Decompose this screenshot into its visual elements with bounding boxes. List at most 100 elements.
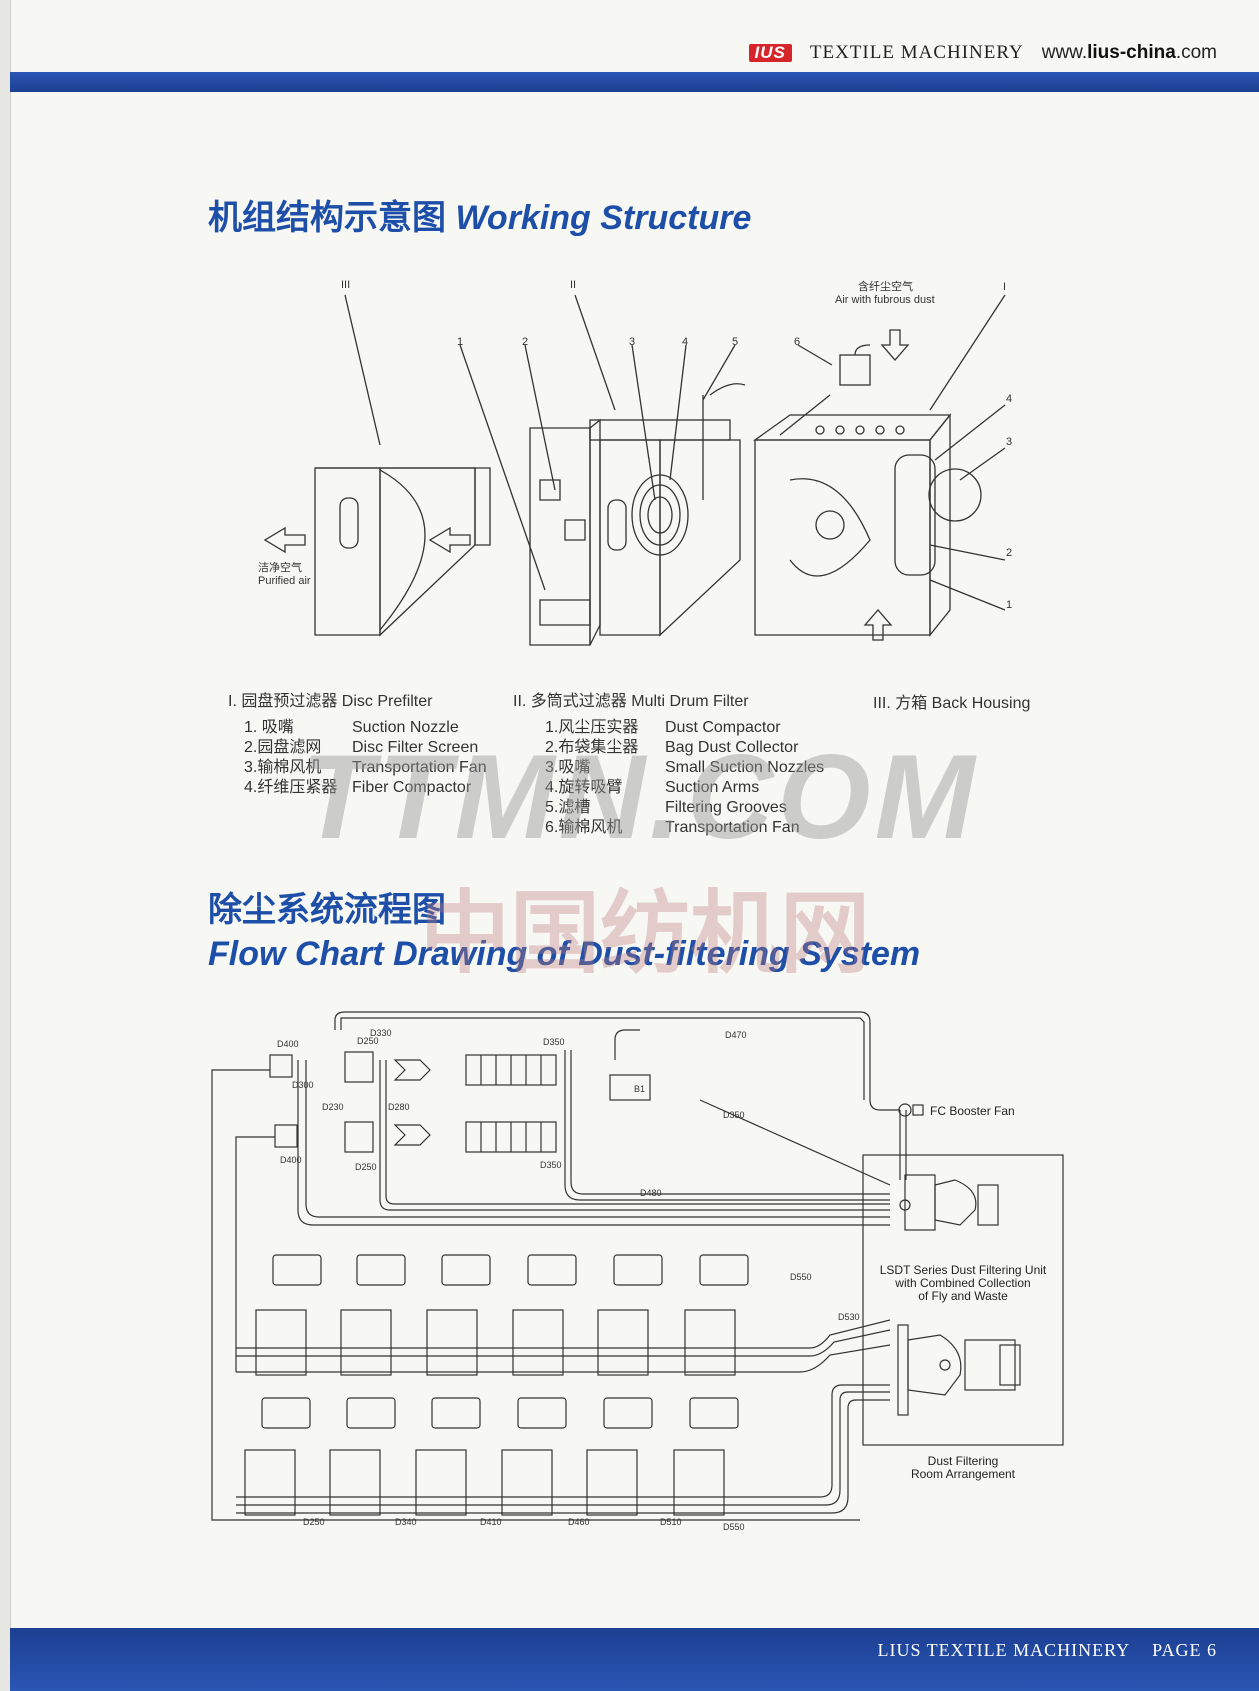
legend-item-zh: 1.风尘压实器 <box>545 719 639 736</box>
purified-air-arrow-left <box>263 526 306 554</box>
legend-heading: II. 多筒式过滤器 Multi Drum Filter <box>513 692 824 712</box>
binding-spine <box>0 0 11 1691</box>
unit-label-line2: with Combined Collection <box>894 1276 1030 1290</box>
heading-en: Disc Prefilter <box>341 693 433 710</box>
pipe-label: D410 <box>480 1517 502 1527</box>
pipe-label: D460 <box>568 1517 590 1527</box>
site-domain: lius-china <box>1087 42 1176 63</box>
pipe-label: D350 <box>543 1037 565 1047</box>
pipe-label: D550 <box>790 1272 812 1282</box>
dust-filtering-unit-bottom <box>897 1324 1021 1416</box>
pipe-label: D400 <box>280 1155 302 1165</box>
pipe-label: D470 <box>725 1030 747 1040</box>
legend-item-en: Filtering Grooves <box>665 799 787 816</box>
purified-air-arrow-mid <box>428 526 471 554</box>
pipe-label: D300 <box>292 1080 314 1090</box>
working-structure-title: 机组结构示意图 Working Structure <box>208 190 751 239</box>
legend-item-zh: 2.园盘滤网 <box>244 739 322 756</box>
site-suffix: .com <box>1175 42 1217 63</box>
pipe-label: D340 <box>395 1517 417 1527</box>
disc-prefilter-unit <box>752 344 982 637</box>
inflow-label-zh: 含纤尘空气 <box>858 279 913 293</box>
flow-chart-title: 除尘系统流程图 Flow Chart Drawing of Dust-filte… <box>208 888 920 976</box>
page-number: PAGE 6 <box>1152 1640 1217 1660</box>
carding-row-2 <box>236 1384 890 1516</box>
bale-feeder-top-row <box>269 1051 651 1153</box>
legend-item-zh: 3.吸嘴 <box>545 759 591 776</box>
bottom-blue-bar <box>10 1628 1259 1691</box>
site-prefix: www. <box>1041 42 1088 63</box>
legend-item-en: Fiber Compactor <box>352 779 472 796</box>
label-II: II <box>570 279 576 291</box>
label-I: I <box>1003 281 1006 293</box>
legend-item-zh: 1. 吸嘴 <box>244 719 294 736</box>
pipe-label: D350 <box>540 1160 562 1170</box>
legend-item-en: Suction Arms <box>665 779 760 796</box>
legend-item-en: Suction Nozzle <box>352 719 459 736</box>
title-en: Flow Chart Drawing of Dust-filtering Sys… <box>208 935 921 973</box>
label-right-2: 2 <box>1006 547 1012 559</box>
dust-filtering-unit-top <box>899 1174 999 1231</box>
dust-filtering-room <box>862 1154 1064 1446</box>
outflow-label-en: Purified air <box>258 575 311 587</box>
legend-item-en: Disc Filter Screen <box>352 739 479 756</box>
pipe-label: D280 <box>388 1102 410 1112</box>
page-footer: LIUS TEXTILE MACHINERY PAGE 6 <box>877 1640 1217 1661</box>
legend-item-en: Transportation Fan <box>352 759 487 776</box>
label-right-4: 4 <box>1006 393 1012 405</box>
legend-group-1: I. 园盘预过滤器 Disc Prefilter 1. 吸嘴 Suction No… <box>228 692 487 798</box>
dusty-air-arrow-up <box>863 609 893 641</box>
pipe-label: D250 <box>355 1162 377 1172</box>
legend-heading: I. 园盘预过滤器 Disc Prefilter <box>228 692 487 712</box>
page-header: IUS TEXTILE MACHINERY www.lius-china.com <box>748 42 1217 64</box>
carding-row-1 <box>236 1254 891 1376</box>
header-website: www.lius-china.com <box>1042 42 1217 64</box>
pipe-label: D400 <box>277 1039 299 1049</box>
dusty-air-arrow-down <box>880 329 910 361</box>
heading-zh: II. 多筒式过滤器 <box>513 693 627 710</box>
pipe-label: D480 <box>640 1188 662 1198</box>
room-label-line1: Dust Filtering <box>928 1454 999 1468</box>
pipe-label: D250 <box>303 1517 325 1527</box>
inflow-label-en: Air with fubrous dust <box>835 294 935 306</box>
multi-drum-filter-unit <box>529 383 746 646</box>
label-right-3: 3 <box>1006 436 1012 448</box>
pipe-label: D230 <box>322 1102 344 1112</box>
legend-heading: III. 方箱 Back Housing <box>873 695 1031 712</box>
pipe-label: D510 <box>660 1517 682 1527</box>
fc-booster-fan-symbol <box>898 1103 912 1117</box>
legend-item-en: Bag Dust Collector <box>665 739 799 756</box>
legend-item-zh: 3.输棉风机 <box>244 759 322 776</box>
title-zh: 除尘系统流程图 <box>208 890 446 930</box>
label-top-4: 4 <box>682 336 688 348</box>
legend-item-zh: 5.滤槽 <box>545 799 591 816</box>
legend-item-en: Transportation Fan <box>665 819 800 836</box>
label-top-5: 5 <box>732 336 738 348</box>
legend-item-zh: 2.布袋集尘器 <box>545 739 639 756</box>
lius-logo: IUS <box>748 44 792 62</box>
back-housing-unit <box>314 467 491 637</box>
pipe-label: B1 <box>634 1084 645 1094</box>
title-en: Working Structure <box>455 199 752 237</box>
pipe-label: D330 <box>370 1028 392 1038</box>
pipe-label: D250 <box>357 1036 379 1046</box>
legend-item-zh: 4.纤维压紧器 <box>244 779 338 796</box>
legend-item-zh: 4.旋转吸臂 <box>545 779 623 796</box>
pipe-label: D350 <box>723 1110 745 1120</box>
unit-label-line3: of Fly and Waste <box>918 1289 1008 1303</box>
room-label-line2: Room Arrangement <box>911 1467 1016 1481</box>
footer-brand: LIUS TEXTILE MACHINERY <box>877 1640 1131 1660</box>
top-blue-bar <box>10 72 1259 92</box>
heading-en: Multi Drum Filter <box>631 693 749 710</box>
legend-item-en: Dust Compactor <box>665 719 781 736</box>
legend-group-3: III. 方箱 Back Housing <box>873 694 1030 714</box>
outflow-label-zh: 洁净空气 <box>258 560 302 574</box>
label-top-1: 1 <box>457 336 463 348</box>
label-top-2: 2 <box>522 336 528 348</box>
legend-group-2: II. 多筒式过滤器 Multi Drum Filter 1.风尘压实器 Dust… <box>513 692 824 838</box>
pipe-label: D550 <box>723 1522 745 1532</box>
label-top-6: 6 <box>794 336 800 348</box>
unit-label-line1: LSDT Series Dust Filtering Unit <box>880 1263 1047 1277</box>
